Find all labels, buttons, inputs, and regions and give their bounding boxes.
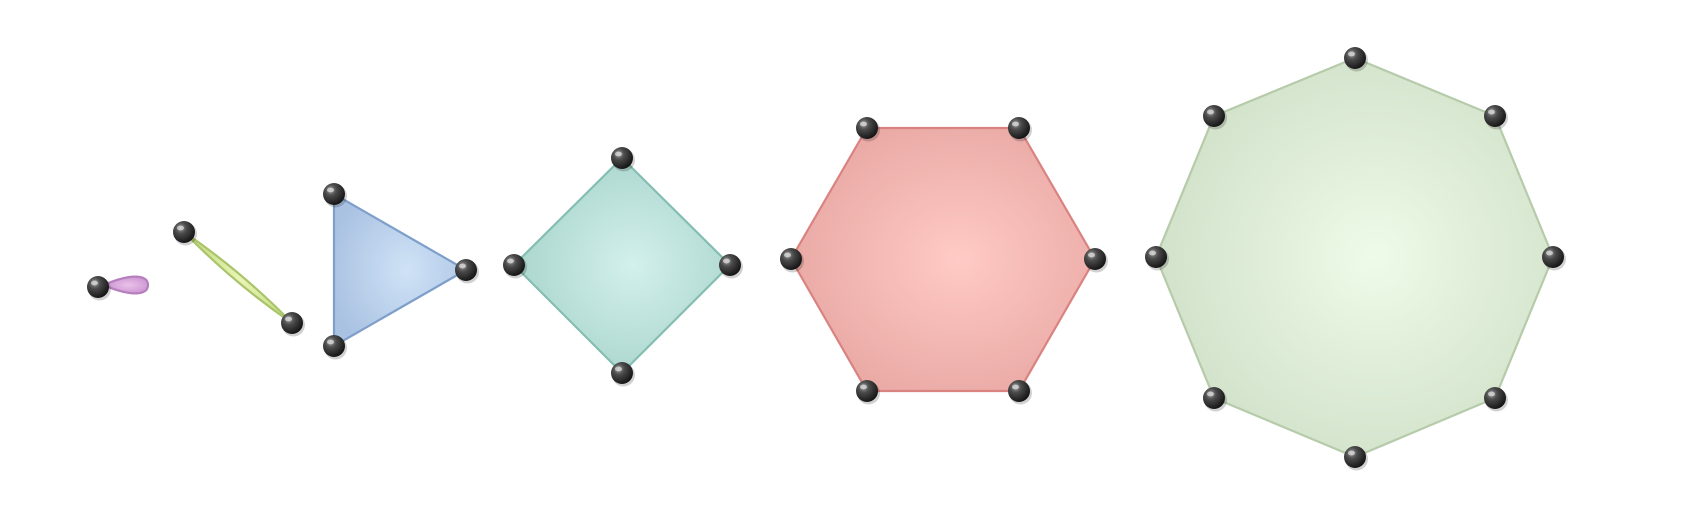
octagon-vertex-3[interactable] xyxy=(1542,246,1566,271)
hexagon-shape xyxy=(789,126,1097,393)
octagon-vertex-2[interactable] xyxy=(1484,105,1508,130)
octagon-vertex-5[interactable] xyxy=(1344,446,1368,471)
two-vertex-lens-shape xyxy=(182,230,294,325)
vertices-layer xyxy=(87,47,1566,471)
one-vertex-loop-vertex-1[interactable] xyxy=(87,276,111,301)
one-vertex-loop-shape xyxy=(102,275,150,295)
two-vertex-lens-vertex-1[interactable] xyxy=(173,221,197,246)
shapes-layer xyxy=(102,56,1555,459)
octagon-vertex-1[interactable] xyxy=(1344,47,1368,72)
hexagon-vertex-2[interactable] xyxy=(1008,117,1032,142)
triangle-shape xyxy=(332,192,468,348)
hexagon-vertex-5[interactable] xyxy=(856,380,880,405)
square-vertex-3[interactable] xyxy=(611,362,635,387)
square-vertex-4[interactable] xyxy=(503,254,527,279)
square-vertex-2[interactable] xyxy=(719,254,743,279)
hexagon-vertex-3[interactable] xyxy=(1084,248,1108,273)
square-shape xyxy=(512,156,732,375)
hexagon-vertex-6[interactable] xyxy=(780,248,804,273)
two-vertex-lens-vertex-2[interactable] xyxy=(281,312,305,337)
square-vertex-1[interactable] xyxy=(611,147,635,172)
triangle-vertex-2[interactable] xyxy=(455,259,479,284)
octagon-vertex-6[interactable] xyxy=(1203,387,1227,412)
octagon-vertex-8[interactable] xyxy=(1203,105,1227,130)
hexagon-vertex-4[interactable] xyxy=(1008,380,1032,405)
hexagon-vertex-1[interactable] xyxy=(856,117,880,142)
octagon-vertex-4[interactable] xyxy=(1484,387,1508,412)
triangle-vertex-1[interactable] xyxy=(323,183,347,208)
octagon-vertex-7[interactable] xyxy=(1145,246,1169,271)
triangle-vertex-3[interactable] xyxy=(323,335,347,360)
